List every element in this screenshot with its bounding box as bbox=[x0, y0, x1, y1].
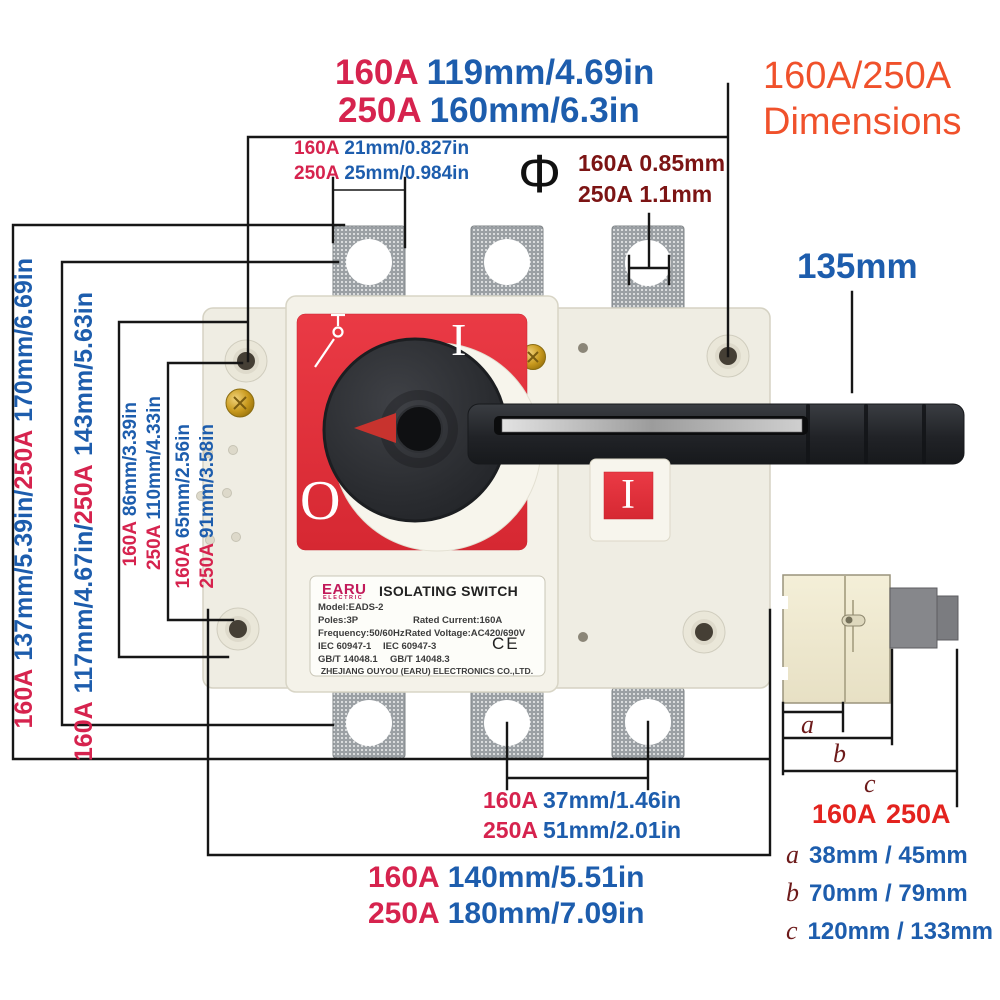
amp-rating: 250A bbox=[368, 897, 440, 930]
amp-rating: 250A bbox=[197, 543, 218, 589]
amp-rating: 250A bbox=[10, 430, 38, 490]
amp-rating: 250A bbox=[578, 181, 633, 207]
dim-value: 143mm/5.63in bbox=[70, 292, 98, 456]
dim-value: 170mm/6.69in bbox=[10, 258, 38, 422]
rated-voltage-spec: Rated Voltage:AC420/690V bbox=[405, 628, 526, 639]
dim-value: 86mm/3.39in bbox=[120, 402, 141, 517]
amp-rating: 250A bbox=[144, 524, 165, 571]
dim-value: 0.85mm bbox=[639, 150, 726, 176]
amp-rating: 160A bbox=[483, 787, 538, 813]
brand-sub: ELECTRIC bbox=[323, 595, 364, 601]
standard-gb1: GB/T 14048.1 bbox=[318, 654, 378, 665]
dim-value: 137mm/5.39in/ bbox=[10, 489, 38, 661]
dim-value: 51mm/2.01in bbox=[542, 817, 682, 843]
handle-length-dim: 135mm bbox=[797, 247, 918, 286]
side-marker-c: c bbox=[864, 769, 876, 798]
poles-spec: Poles:3P bbox=[318, 615, 359, 626]
frequency-spec: Frequency:50/60Hz bbox=[318, 628, 405, 639]
amp-rating: 160A bbox=[368, 861, 440, 894]
side-table-row-a: a 38mm / 45mm bbox=[786, 841, 968, 868]
handle-grip-notches bbox=[806, 404, 926, 464]
rated-current-spec: Rated Current:160A bbox=[413, 615, 503, 626]
left-small-dim-2: 250A 110mm/4.33in bbox=[144, 396, 165, 571]
row-marker: c bbox=[786, 916, 798, 945]
ce-mark: CE bbox=[492, 634, 520, 653]
dimension-lines bbox=[11, 82, 959, 857]
company-name: ZHEJIANG OUYOU (EARU) ELECTRONICS CO.,LT… bbox=[320, 666, 534, 676]
page-title-line2: Dimensions bbox=[763, 101, 962, 143]
row-value: 38mm / 45mm bbox=[809, 842, 968, 869]
side-marker-b: b bbox=[833, 739, 846, 768]
dim-value: 91mm/3.58in bbox=[197, 424, 218, 539]
product-name: ISOLATING SWITCH bbox=[379, 583, 519, 599]
left-small-dim-3: 160A 65mm/2.56in bbox=[173, 424, 194, 589]
hole-dia-row1: 160A 0.85mm bbox=[578, 151, 725, 175]
amp-rating: 250A bbox=[483, 817, 538, 843]
dim-value: 1.1mm bbox=[639, 181, 713, 207]
amp-rating: 250A bbox=[338, 91, 422, 130]
dim-value: 65mm/2.56in bbox=[173, 424, 194, 539]
row-value: 70mm / 79mm bbox=[809, 880, 968, 907]
standard-iec1: IEC 60947-1 bbox=[318, 641, 372, 652]
dim-value: 117mm/4.67in/ bbox=[70, 523, 98, 694]
left-inner-height-dim: 160A 117mm/4.67in/250A 143mm/5.63in bbox=[70, 292, 98, 762]
amp-rating: 250A bbox=[294, 163, 340, 184]
left-outer-height-dim: 160A 137mm/5.39in/250A 170mm/6.69in bbox=[10, 258, 38, 729]
amp-rating: 160A bbox=[294, 138, 340, 159]
row-marker: b bbox=[786, 878, 799, 907]
row-value: 120mm / 133mm bbox=[807, 918, 993, 945]
off-symbol: O bbox=[300, 470, 341, 532]
side-table-col2: 250A bbox=[886, 799, 951, 829]
amp-rating: 160A bbox=[578, 150, 633, 176]
amp-rating: 160A bbox=[173, 543, 194, 589]
dim-value: 21mm/0.827in bbox=[344, 138, 470, 159]
standard-gb2: GB/T 14048.3 bbox=[390, 654, 450, 665]
phi-symbol: Φ bbox=[518, 144, 562, 204]
dim-value: 37mm/1.46in bbox=[542, 787, 682, 813]
amp-rating: 160A bbox=[335, 53, 419, 92]
left-small-dim-1: 160A 86mm/3.39in bbox=[120, 402, 141, 567]
side-handle-block bbox=[889, 587, 938, 649]
side-profile-view bbox=[781, 574, 959, 704]
side-table-row-c: c 120mm / 133mm bbox=[786, 917, 993, 944]
side-table-row-b: b 70mm / 79mm bbox=[786, 879, 968, 906]
amp-rating: 160A bbox=[120, 521, 141, 567]
dim-value: 160mm/6.3in bbox=[429, 91, 640, 130]
page-title-line1: 160A/250A bbox=[763, 55, 952, 97]
side-marker-a: a bbox=[801, 710, 814, 739]
disconnector-symbol-icon bbox=[314, 313, 345, 368]
indicator-window bbox=[589, 458, 671, 542]
standard-iec2: IEC 60947-3 bbox=[383, 641, 437, 652]
on-symbol: I bbox=[451, 314, 467, 365]
dim-value: 119mm/4.69in bbox=[426, 53, 655, 92]
side-table-col1: 160A bbox=[812, 799, 877, 829]
amp-rating: 160A bbox=[10, 668, 38, 729]
brand-logo: EARU bbox=[322, 581, 367, 598]
amp-rating: 250A bbox=[70, 464, 98, 524]
dim-value: 25mm/0.984in bbox=[344, 163, 470, 184]
model-number: Model:EADS-2 bbox=[318, 602, 384, 613]
left-small-dim-4: 250A 91mm/3.58in bbox=[197, 424, 218, 589]
dim-value: 140mm/5.51in bbox=[447, 861, 645, 894]
dim-value: 180mm/7.09in bbox=[447, 897, 645, 930]
knob-pointer-icon bbox=[354, 413, 396, 443]
handle-metal-strip bbox=[501, 418, 803, 433]
hole-dia-row2: 250A 1.1mm bbox=[578, 182, 712, 206]
handle[interactable] bbox=[467, 403, 965, 465]
dim-value: 110mm/4.33in bbox=[144, 396, 165, 520]
position-indicator: I bbox=[621, 472, 635, 518]
rating-plate bbox=[309, 575, 546, 677]
amp-rating: 160A bbox=[70, 701, 98, 762]
row-marker: a bbox=[786, 840, 799, 869]
